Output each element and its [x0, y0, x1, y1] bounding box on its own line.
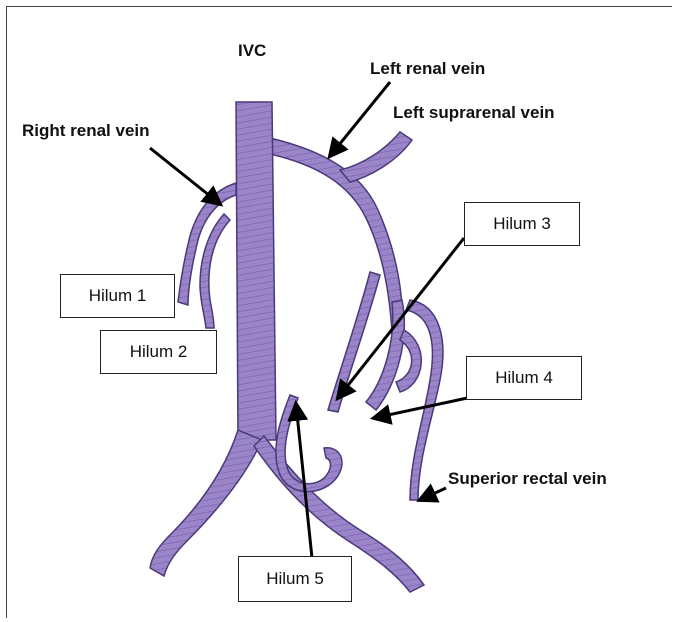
left-suprarenal-vein: [340, 132, 412, 182]
label-ivc: IVC: [238, 42, 266, 59]
superior-rectal-vein: [406, 300, 443, 500]
label-hilum-2: Hilum 2: [100, 330, 217, 374]
left-common-iliac: [150, 430, 262, 576]
ivc-trunk: [236, 102, 276, 440]
hilum-3-branch: [328, 272, 380, 412]
right-renal-vein-branch: [200, 214, 230, 328]
arrow-superior-rectal-vein: [420, 488, 446, 500]
arrow-right-renal-vein: [150, 148, 220, 204]
label-hilum-5: Hilum 5: [238, 556, 352, 602]
label-hilum-4: Hilum 4: [466, 356, 582, 400]
label-left-suprarenal-vein: Left suprarenal vein: [393, 104, 555, 121]
label-right-renal-vein: Right renal vein: [22, 122, 150, 139]
label-hilum-1: Hilum 1: [60, 274, 175, 318]
label-superior-rectal-vein: Superior rectal vein: [448, 470, 607, 487]
label-hilum-3: Hilum 3: [464, 202, 580, 246]
label-left-renal-vein: Left renal vein: [370, 60, 485, 77]
arrow-left-renal-vein: [330, 82, 390, 156]
